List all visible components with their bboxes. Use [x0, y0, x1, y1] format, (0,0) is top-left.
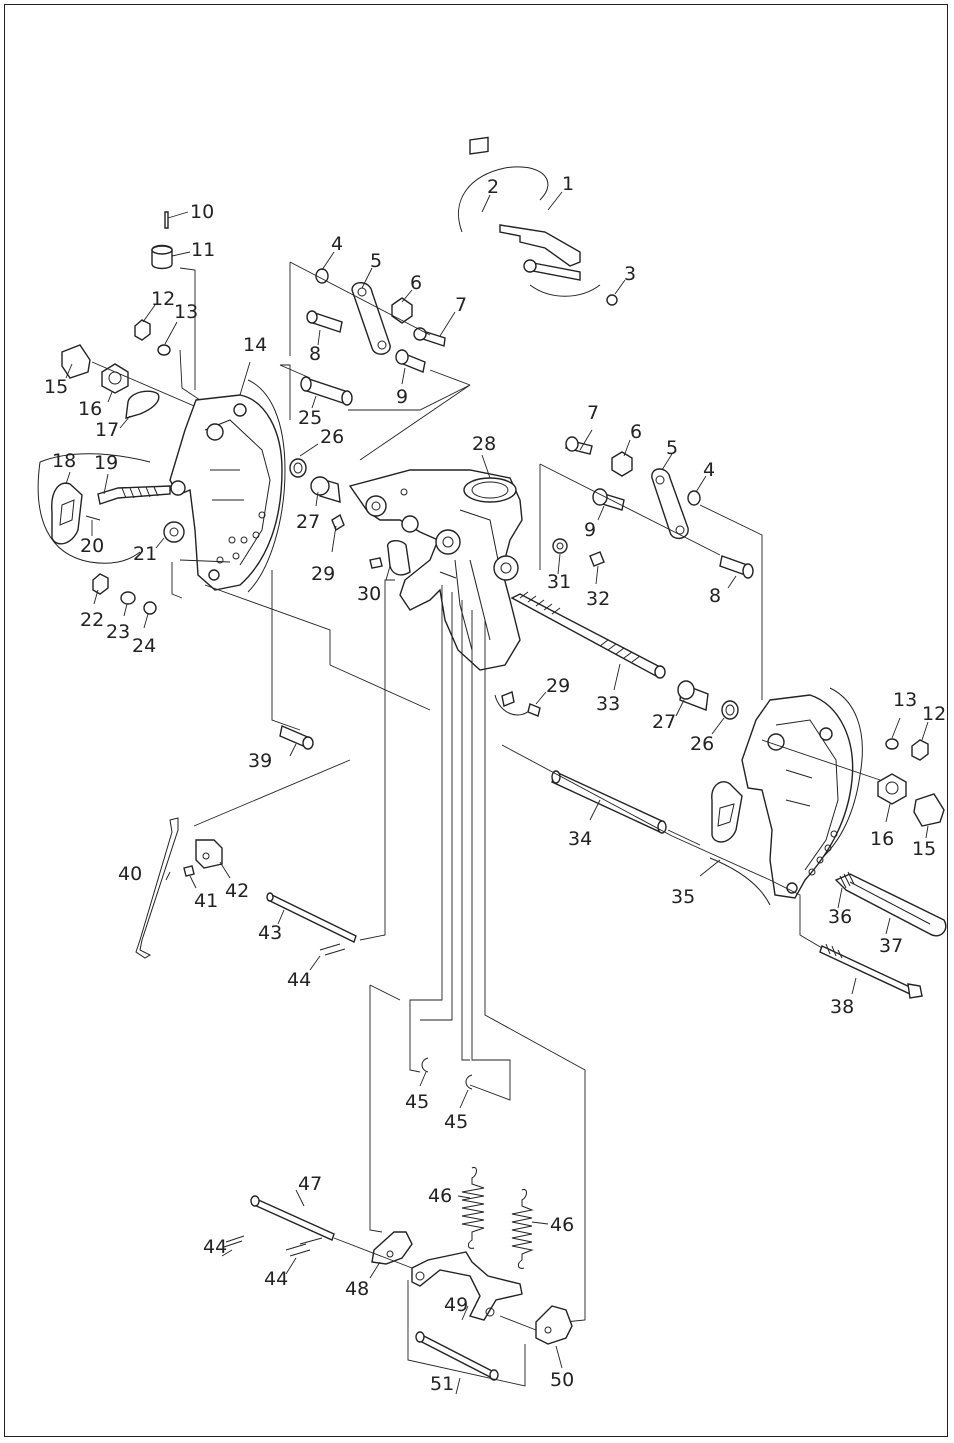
callout-44-lower-left: 44	[203, 1236, 227, 1258]
callout-22: 22	[80, 609, 104, 631]
callout-21: 21	[133, 543, 157, 565]
callout-34: 34	[568, 828, 592, 850]
callout-26: 26	[320, 426, 344, 448]
callout-29-lower: 29	[546, 675, 570, 697]
callout-7: 7	[455, 294, 467, 316]
callout-13-right: 13	[893, 689, 917, 711]
callout-26-right: 26	[690, 733, 714, 755]
callout-30: 30	[357, 583, 381, 605]
centre-leaders	[369, 585, 586, 1323]
callout-23: 23	[106, 621, 130, 643]
callout-16-right: 16	[870, 828, 894, 850]
callout-8: 8	[309, 343, 321, 365]
callout-5-right: 5	[666, 437, 678, 459]
callout-42: 42	[225, 880, 249, 902]
callout-3: 3	[624, 263, 636, 285]
lower-linkage-parts	[221, 1189, 573, 1395]
callout-8-right: 8	[709, 585, 721, 607]
callout-32: 32	[586, 588, 610, 610]
callout-17: 17	[95, 419, 119, 441]
callout-48: 48	[345, 1278, 369, 1300]
left-lever-parts	[37, 453, 185, 564]
handle-bracket-assembly	[458, 136, 626, 306]
callout-10: 10	[190, 201, 214, 223]
callout-51: 51	[430, 1373, 454, 1395]
callout-35: 35	[671, 886, 695, 908]
right-lower-rods	[501, 744, 947, 999]
callout-2: 2	[487, 176, 499, 198]
callout-12-right: 12	[922, 703, 946, 725]
callout-46-left: 46	[428, 1185, 452, 1207]
callout-44-upper: 44	[287, 969, 311, 991]
swivel-bracket	[348, 454, 531, 716]
callout-9-right: 9	[584, 519, 596, 541]
callout-labels: 1 2 3 4 5 6 7 8 9 10 11 12 13 14 15 16 1…	[44, 173, 946, 1395]
callout-25: 25	[298, 407, 322, 429]
callout-12: 12	[151, 288, 175, 310]
callout-6: 6	[410, 272, 422, 294]
callout-4-right: 4	[703, 459, 715, 481]
right-clamp-bracket	[699, 687, 945, 906]
callout-18: 18	[52, 450, 76, 472]
left-small-parts	[61, 304, 251, 431]
callout-6-right: 6	[630, 421, 642, 443]
callout-31: 31	[547, 571, 571, 593]
pin-and-bushing	[151, 211, 196, 390]
callout-1: 1	[562, 173, 574, 195]
springs	[457, 1166, 549, 1269]
left-lower-link-parts	[135, 579, 395, 971]
callout-27: 27	[296, 511, 320, 533]
callout-40: 40	[118, 863, 142, 885]
callout-37: 37	[879, 935, 903, 957]
left-clamp-bracket	[169, 361, 286, 593]
callout-19: 19	[94, 452, 118, 474]
lower-left-nut-set	[92, 559, 431, 711]
callout-45-right: 45	[444, 1111, 468, 1133]
callout-46-right: 46	[550, 1214, 574, 1236]
callout-45-left: 45	[405, 1091, 429, 1113]
callout-50: 50	[550, 1369, 574, 1391]
callout-5: 5	[370, 250, 382, 272]
callout-47: 47	[298, 1173, 322, 1195]
callout-16: 16	[78, 398, 102, 420]
callout-13: 13	[174, 301, 198, 323]
callout-14: 14	[243, 334, 267, 356]
callout-20: 20	[80, 535, 104, 557]
callout-44-lower: 44	[264, 1268, 288, 1290]
callout-4: 4	[331, 233, 343, 255]
callout-49: 49	[444, 1294, 468, 1316]
upper-left-link-parts	[289, 251, 471, 461]
callout-27-right: 27	[652, 711, 676, 733]
callout-9: 9	[396, 386, 408, 408]
callout-15-right: 15	[912, 838, 936, 860]
callout-29: 29	[311, 563, 335, 585]
upper-right-link-parts	[539, 429, 763, 700]
callout-15: 15	[44, 376, 68, 398]
callout-28: 28	[472, 433, 496, 455]
callout-39: 39	[248, 750, 272, 772]
callout-33: 33	[596, 693, 620, 715]
left-centre-parts	[271, 364, 471, 731]
tilt-tube-and-bushings	[501, 591, 739, 735]
diagram-frame	[4, 4, 948, 1437]
callout-43: 43	[258, 922, 282, 944]
callout-7-right: 7	[587, 402, 599, 424]
callout-11: 11	[191, 239, 215, 261]
callout-38: 38	[830, 996, 854, 1018]
callout-36: 36	[828, 906, 852, 928]
callout-41: 41	[194, 890, 218, 912]
callout-24: 24	[132, 635, 156, 657]
